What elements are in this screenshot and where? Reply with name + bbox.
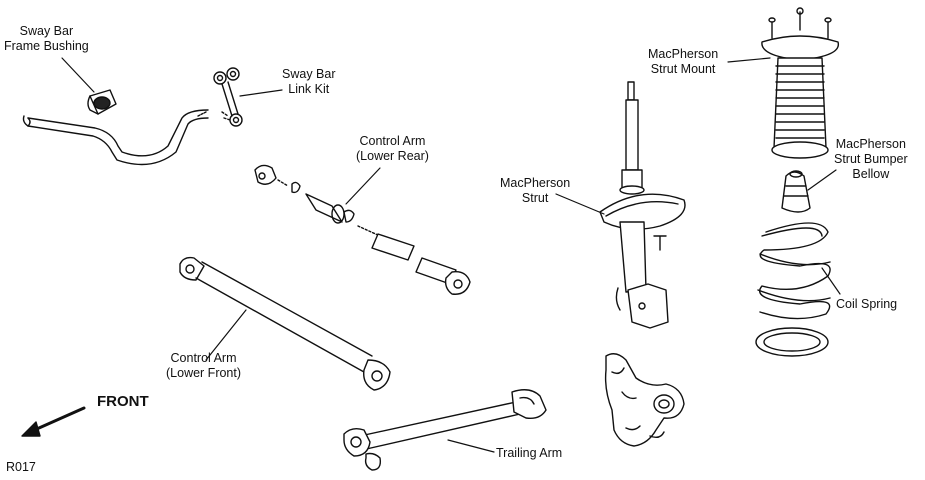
coil-spring <box>756 223 830 356</box>
leader-lines <box>62 58 840 452</box>
macpherson-strut <box>600 82 685 328</box>
sway-bar-link-kit <box>198 68 242 126</box>
label-control-arm-lower-front: Control Arm(Lower Front) <box>166 351 242 380</box>
label-control-arm-lower-rear: Control Arm(Lower Rear) <box>356 134 429 163</box>
front-label: FRONT <box>97 393 149 410</box>
label-coil-spring: Coil Spring <box>836 297 898 311</box>
control-arm-lower-front <box>180 258 390 390</box>
macpherson-strut-mount <box>762 8 838 158</box>
macpherson-strut-bumper-bellow <box>782 171 810 212</box>
figure-code: R017 <box>6 460 36 474</box>
front-arrow <box>22 408 84 436</box>
label-trailing-arm: Trailing Arm <box>496 446 563 460</box>
control-arm-lower-rear <box>255 165 470 294</box>
sway-bar <box>24 110 209 165</box>
trailing-arm <box>344 390 546 470</box>
steering-knuckle <box>606 354 684 446</box>
sway-bar-frame-bushing <box>88 90 116 114</box>
